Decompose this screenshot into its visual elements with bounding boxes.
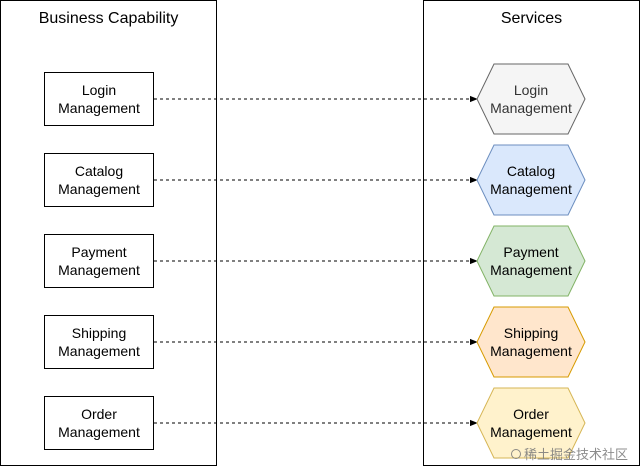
- capability-label: Management: [58, 181, 140, 197]
- service-label: Management: [490, 262, 572, 278]
- hexagon-shape: [476, 144, 586, 216]
- service-label: Login: [513, 82, 549, 98]
- service-label: Management: [490, 181, 572, 197]
- service-label: Catalog: [506, 163, 556, 179]
- capability-label: Order: [81, 406, 117, 422]
- business-capability-title: Business Capability: [38, 10, 179, 27]
- service-label: Management: [490, 343, 572, 359]
- capability-label: Management: [58, 424, 140, 440]
- hexagon-shape: [476, 225, 586, 297]
- capability-label: Payment: [71, 244, 127, 260]
- watermark-logo-icon: [510, 448, 521, 459]
- watermark-text: 稀土掘金技术社区: [523, 447, 628, 462]
- hexagon-shape: [476, 387, 586, 459]
- capability-label: Catalog: [74, 163, 124, 179]
- capability-label: Login: [81, 82, 117, 98]
- capability-label: Management: [58, 343, 140, 359]
- service-label: Shipping: [503, 325, 559, 341]
- service-label: Management: [490, 424, 572, 440]
- service-label: Management: [490, 100, 572, 116]
- capability-label: Management: [58, 100, 140, 116]
- service-label: Payment: [503, 244, 559, 260]
- capability-label: Management: [58, 262, 140, 278]
- services-title: Services: [500, 10, 563, 27]
- hexagon-shape: [476, 63, 586, 135]
- hexagon-shape: [476, 306, 586, 378]
- service-label: Order: [513, 406, 549, 422]
- watermark: 稀土掘金技术社区: [510, 444, 628, 463]
- capability-label: Shipping: [71, 325, 127, 341]
